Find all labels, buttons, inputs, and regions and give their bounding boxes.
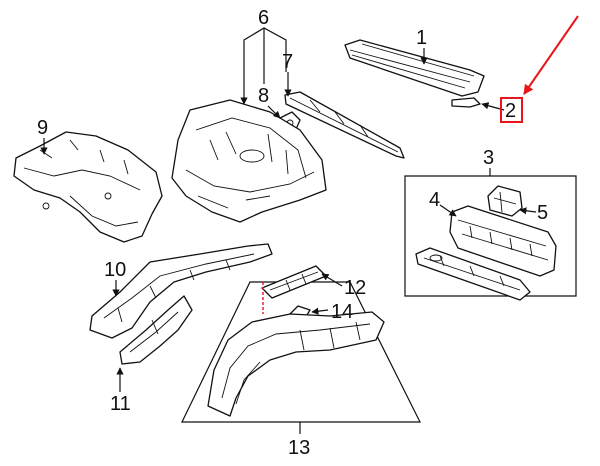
highlight-arrow	[523, 15, 579, 95]
callout-7: 7	[282, 51, 293, 73]
callout-10: 10	[104, 259, 126, 281]
part-11-rail-extension	[119, 295, 193, 365]
callout-8: 8	[258, 85, 269, 107]
part-10-side-rail	[89, 243, 273, 339]
group-13-frame	[181, 281, 421, 423]
callout-9: 9	[37, 117, 48, 139]
callout-2-highlight-box	[500, 97, 523, 123]
part-6-rear-floor-pan	[171, 99, 327, 223]
callout-12: 12	[344, 277, 366, 299]
callout-14: 14	[331, 301, 353, 323]
leader-lines	[40, 27, 537, 434]
part-9-floor-assembly	[13, 131, 163, 243]
part-4-crossmember	[449, 205, 557, 277]
part-13-wheelhouse	[207, 311, 385, 417]
callout-3: 3	[483, 147, 494, 169]
part-5-mount-bracket	[487, 185, 523, 217]
callout-13: 13	[288, 437, 310, 459]
callout-11: 11	[110, 393, 131, 415]
part-1-package-shelf	[344, 39, 485, 108]
part-7-upper-brace	[284, 91, 405, 159]
group-3-frame	[404, 175, 577, 297]
callout-4: 4	[429, 189, 440, 211]
callout-2: 2	[505, 100, 516, 122]
callout-1: 1	[416, 27, 427, 49]
callout-6: 6	[258, 7, 269, 29]
part-3-lower-rail	[415, 247, 531, 301]
callout-5: 5	[537, 202, 548, 224]
